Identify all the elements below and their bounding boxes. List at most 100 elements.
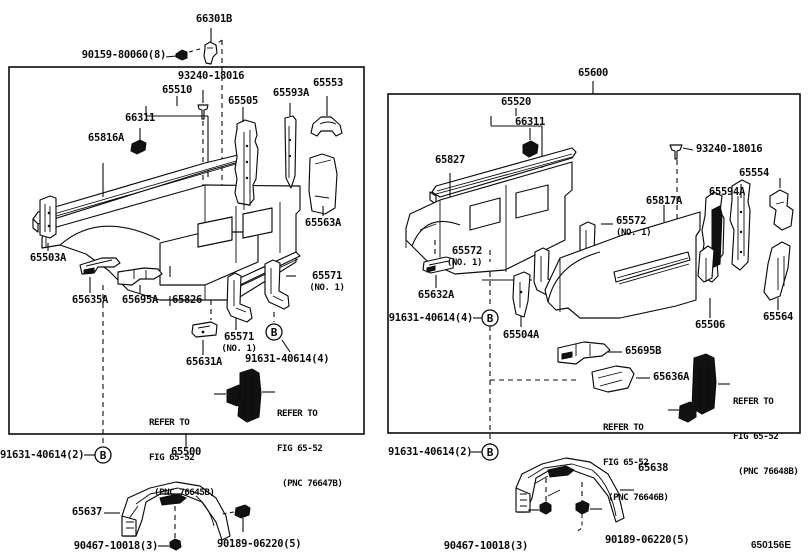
label-65572-b: 65572 (616, 215, 647, 227)
label-65695b: 65695B (625, 345, 662, 357)
label-65506: 65506 (694, 319, 726, 331)
part-65827 (429, 147, 577, 205)
refer-76645b-line1: REFER TO (149, 417, 190, 429)
part-refer-76646b (668, 401, 697, 423)
part-right-inner-panel (405, 161, 573, 275)
part-65506 (697, 191, 725, 318)
balloon-b-2-group: B (84, 446, 112, 464)
refer-76646b-line1: REFER TO (603, 422, 644, 434)
part-65571-left (226, 272, 253, 330)
label-66311-right: 66311 (514, 116, 546, 128)
label-65695a: 65695A (121, 294, 159, 306)
label-65520: 65520 (500, 96, 532, 108)
label-65554: 65554 (738, 167, 770, 179)
part-65554 (769, 178, 794, 231)
part-refer-76647b (237, 368, 275, 423)
part-65504a (512, 271, 531, 327)
refer-76645b-line2: FIG 65-52 (149, 451, 195, 463)
part-refer-76648b (691, 353, 730, 415)
label-65638: 65638 (638, 462, 669, 474)
balloon-b-2-text: B (100, 449, 107, 462)
label-65571-right: 65571 (311, 270, 343, 282)
balloon-b-1-group: B (265, 323, 291, 353)
label-65505: 65505 (227, 95, 259, 107)
label-65571-left: 65571 (223, 331, 255, 343)
label-65500: 65500 (170, 446, 202, 458)
refer-76647b-line3: (PNC 76647B) (277, 477, 343, 489)
label-90189-06220-5-right: 90189-06220(5) (605, 534, 690, 546)
label-65503a: 65503A (29, 252, 67, 264)
part-90159-80060 (165, 47, 204, 61)
refer-76648b-line1: REFER TO (733, 396, 774, 408)
part-65571-right (264, 259, 296, 322)
label-65600: 65600 (577, 67, 609, 79)
label-90189-06220-5-left: 90189-06220(5) (217, 538, 302, 550)
part-65817a (544, 205, 701, 319)
part-65593a (284, 103, 297, 189)
part-65564 (763, 241, 791, 310)
refer-block-76648b: REFER TO FIG 65-52 (PNC 76648B) (733, 373, 799, 501)
refer-76648b-line3: (PNC 76648B) (733, 465, 799, 477)
label-65572-a: 65572 (451, 245, 482, 257)
label-65826: 65826 (171, 294, 203, 306)
part-65637 (104, 481, 251, 551)
part-65635a (79, 257, 121, 293)
label-65631a: 65631A (185, 356, 223, 368)
part-65632a (422, 256, 455, 288)
label-65571-right-note: (NO. 1) (309, 283, 345, 293)
balloon-b-3-group: B (473, 309, 499, 327)
label-65594a: 65594A (708, 186, 746, 198)
refer-block-76645b: REFER TO FIG 65-52 (PNC 76645B) (149, 394, 215, 522)
part-65695a (117, 267, 163, 293)
refer-76646b-line3: (PNC 76646B) (603, 491, 669, 503)
part-66311-left (130, 128, 147, 155)
label-65564: 65564 (762, 311, 794, 323)
part-93240-18016-left (197, 90, 209, 195)
label-65572-b-note: (NO. 1) (616, 228, 652, 238)
part-65631a (191, 321, 218, 355)
part-65695b (557, 341, 622, 365)
part-65503a (39, 195, 57, 251)
label-65632a: 65632A (417, 289, 455, 301)
leader-65520 (490, 108, 543, 168)
part-65594a (729, 179, 751, 271)
label-65637: 65637 (71, 506, 102, 518)
label-65510: 65510 (161, 84, 193, 96)
refer-76646b-line2: FIG 65-52 (603, 456, 649, 468)
balloon-b-4-text: B (487, 446, 494, 459)
label-65553: 65553 (312, 77, 344, 89)
label-91631-40614-2-right: 91631-40614(2) (388, 446, 473, 458)
label-65563a: 65563A (304, 217, 342, 229)
part-65553 (310, 96, 343, 137)
refer-76647b-line1: REFER TO (277, 408, 318, 420)
label-66301b: 66301B (195, 13, 233, 25)
label-65827: 65827 (434, 154, 466, 166)
part-65638 (515, 457, 634, 533)
refer-76648b-line2: FIG 65-52 (733, 430, 779, 442)
label-93240-18016-left: 93240-18016 (177, 70, 245, 82)
balloon-b-3-text: B (487, 312, 494, 325)
label-65572-a-note: (NO. 1) (446, 258, 483, 268)
part-93240-18016-right (669, 144, 694, 222)
label-65593a: 65593A (272, 87, 310, 99)
refer-76645b-line3: (PNC 76645B) (149, 486, 215, 498)
guide-66301b-hook (214, 39, 223, 46)
label-93240-18016-right: 93240-18016 (696, 143, 763, 155)
label-65636a: 65636A (653, 371, 690, 383)
label-91631-40614-4-right: 91631-40614(4) (388, 312, 474, 324)
part-65563a (308, 153, 338, 216)
label-65817a: 65817A (645, 195, 683, 207)
diagram-doc-id: 650156E (751, 540, 792, 551)
label-65571-left-note: (NO. 1) (221, 344, 257, 354)
label-91631-40614-2-left: 91631-40614(2) (0, 449, 85, 461)
refer-block-76647b: REFER TO FIG 65-52 (PNC 76647B) (277, 385, 343, 513)
right-group-frame (387, 93, 801, 434)
refer-block-76646b: REFER TO FIG 65-52 (PNC 76646B) (603, 399, 669, 527)
label-90467-10018-3-left: 90467-10018(3) (73, 540, 159, 552)
label-90467-10018-3-right: 90467-10018(3) (443, 540, 529, 552)
balloon-b-1-text: B (271, 326, 278, 339)
part-66311-right (522, 128, 539, 158)
label-66311-left: 66311 (124, 112, 156, 124)
